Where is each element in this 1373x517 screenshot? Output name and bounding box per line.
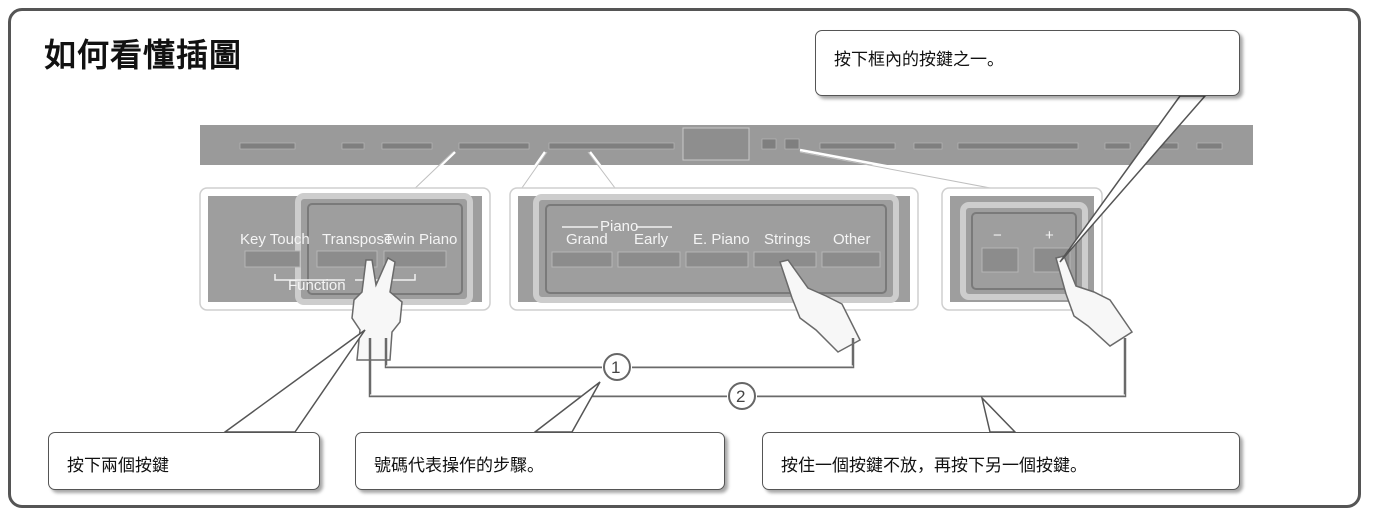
step-brackets — [368, 338, 1127, 398]
callout-press-two-buttons-text: 按下兩個按鍵 — [67, 456, 169, 476]
strings-label: Strings — [764, 231, 811, 248]
early-label: Early — [634, 231, 669, 248]
pointing-hand-icon — [1055, 255, 1134, 347]
callout-hold-then-press: 按住一個按鍵不放，再按下另一個按鍵。 — [762, 432, 1240, 490]
pointing-hand-icon — [779, 259, 861, 353]
e-piano-label: E. Piano — [693, 231, 750, 248]
callout-press-one-in-frame: 按下框內的按鍵之一。 — [815, 30, 1240, 96]
callout-numbers-are-steps-text: 號碼代表操作的步驟。 — [374, 456, 544, 476]
two-finger-hand-icon — [351, 256, 403, 361]
panel-left: Key Touch Transpose Twin Piano Function — [199, 187, 491, 311]
grand-label: Grand — [566, 231, 608, 248]
svg-text:2: 2 — [736, 387, 745, 406]
control-strip — [200, 125, 1253, 165]
callout-press-one-in-frame-text: 按下框內的按鍵之一。 — [834, 50, 1004, 70]
step-brackets-inner — [370, 365, 1125, 396]
plus-label: + — [1045, 227, 1054, 244]
callout-hold-then-press-text: 按住一個按鍵不放，再按下另一個按鍵。 — [781, 456, 1087, 476]
key-touch-label: Key Touch — [240, 231, 310, 248]
callout-numbers-are-steps: 號碼代表操作的步驟。 — [355, 432, 725, 490]
svg-text:1: 1 — [611, 358, 620, 377]
step-2-marker: 2 — [728, 382, 756, 410]
page-title: 如何看懂插圖 — [44, 36, 243, 74]
transpose-label: Transpose — [322, 231, 392, 248]
minus-label: − — [993, 227, 1002, 244]
step-1-marker: 1 — [603, 353, 631, 381]
callout-press-two-buttons: 按下兩個按鍵 — [48, 432, 320, 490]
twin-piano-label: Twin Piano — [384, 231, 457, 248]
piano-group-label: Piano — [600, 218, 638, 235]
function-label: Function — [288, 277, 346, 294]
other-label: Other — [833, 231, 871, 248]
panel-middle: Piano Grand Early E. Piano Strings Other — [509, 187, 919, 311]
